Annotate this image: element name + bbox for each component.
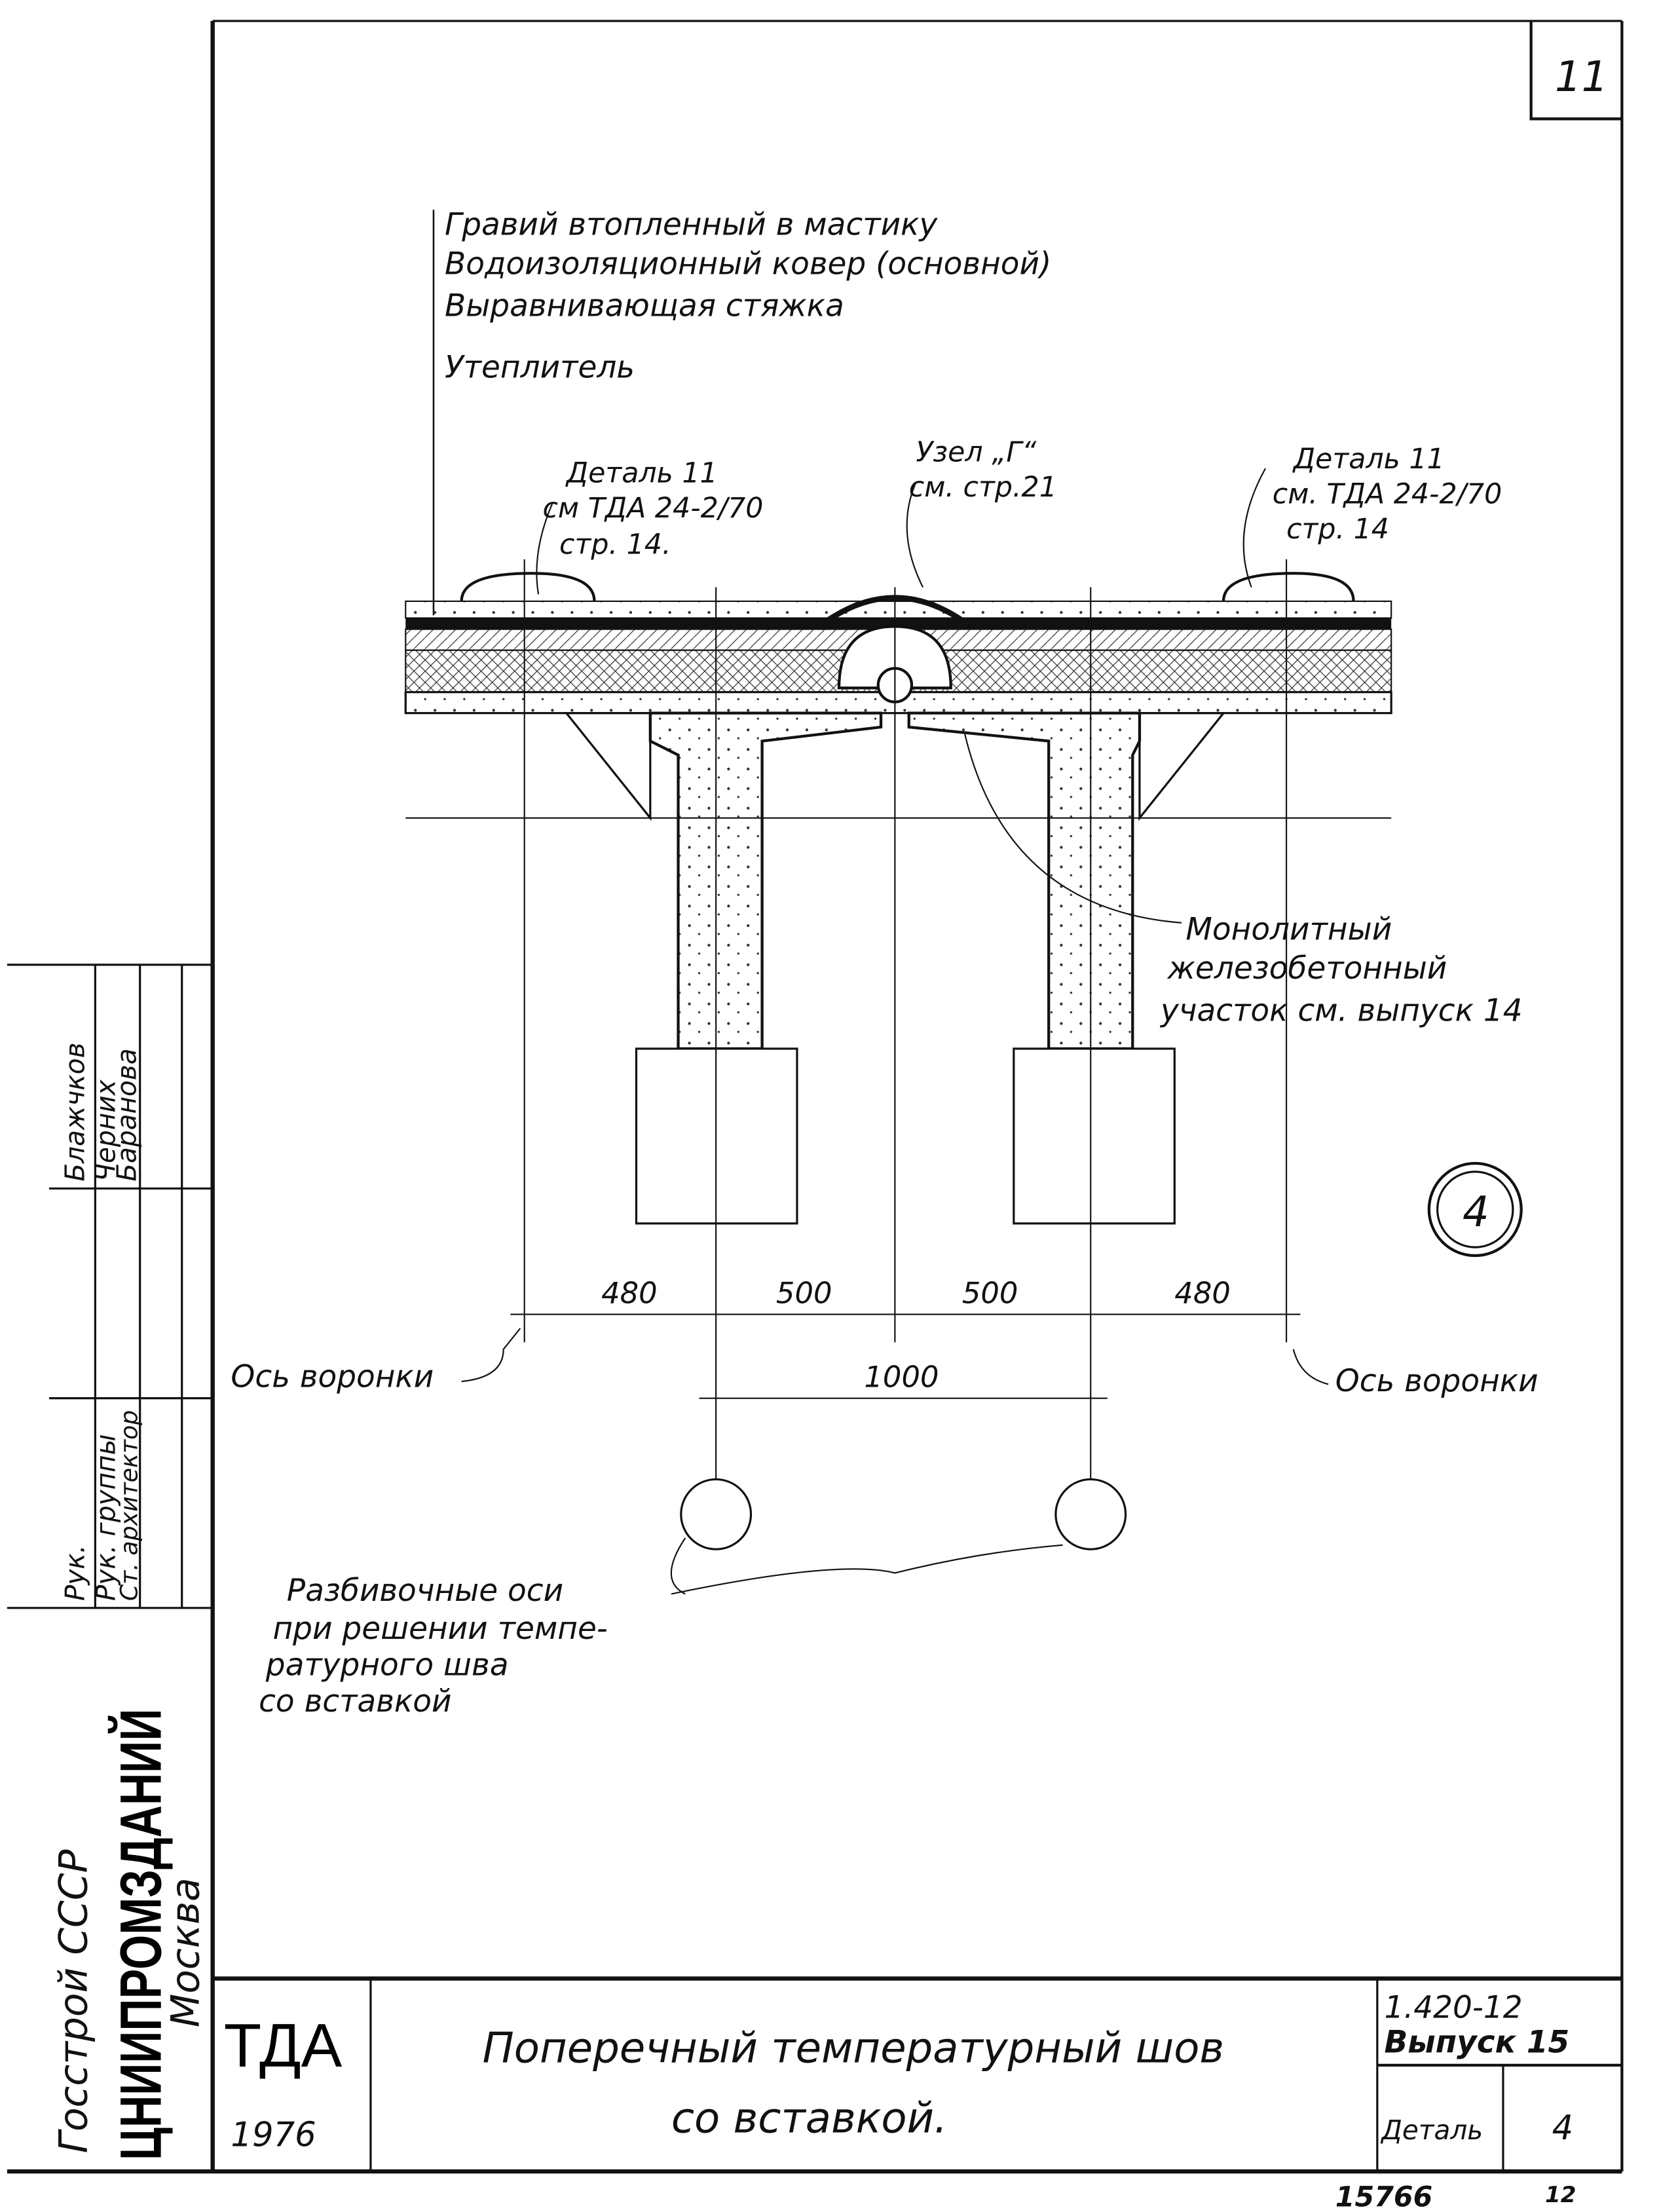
sheet-number: 11: [1555, 53, 1608, 102]
stamp-org: Госстрой СССР: [52, 1849, 97, 2153]
sheet-number-box: 11: [1529, 21, 1622, 121]
dimensions: 480 500 500 480 1000: [510, 1275, 1301, 1399]
callout-text: Узел „Г“: [916, 436, 1037, 468]
callout-text: железобетонный: [1167, 950, 1447, 986]
callout-text: см. ТДА 24-2/70: [1273, 478, 1502, 510]
dimension-label: 480: [1174, 1275, 1231, 1310]
stamp-name: Черних: [90, 1079, 121, 1181]
callout-monolithic: Монолитный железобетонный участок см. вы…: [964, 734, 1523, 1028]
callout-text: Монолитный: [1185, 911, 1392, 947]
layer-label: Утеплитель: [445, 349, 635, 385]
roof-section: [404, 572, 1392, 1225]
layout-axes: Разбивочные оси при решении темпе- ратур…: [259, 1478, 1127, 1719]
axis-lines: [523, 559, 1288, 1482]
stamp-name: Баранова: [111, 1048, 142, 1181]
detail-marker-number: 4: [1463, 1188, 1489, 1237]
stamp-role: Ст. архитектор: [115, 1410, 143, 1601]
callout-text: со вставкой: [259, 1683, 451, 1719]
stamp-institute: ЦНИИПРОМЗДАНИЙ: [107, 1709, 174, 2161]
callout-text: Деталь 11: [565, 457, 718, 489]
dimension-label: 1000: [864, 1360, 939, 1395]
callout-detail-left: Деталь 11 см ТДА 24-2/70 стр. 14.: [536, 457, 763, 595]
callout-node: Узел „Г“ см. стр.21: [906, 436, 1057, 588]
series-label: ТДА: [224, 2011, 343, 2080]
callout-text: Разбивочные оси: [287, 1573, 563, 1609]
left-stamp: Блажчков Черних Баранова Рук. Рук. групп…: [7, 964, 213, 2161]
callout-text: при решении темпе-: [272, 1611, 607, 1647]
issue-label: Выпуск 15: [1385, 2025, 1570, 2061]
dimension-label: 500: [776, 1275, 832, 1310]
title-block: ТДА 1976 Поперечный температурный шов со…: [212, 1976, 1622, 2172]
stamp-role: Рук. группы: [90, 1434, 121, 1601]
sheet-frame: [7, 20, 1624, 2174]
document-code: 1.420-12: [1385, 1989, 1523, 2025]
drawing-title-line2: со вставкой.: [671, 2094, 948, 2143]
dimension-label: 500: [962, 1275, 1018, 1310]
dimension-label: 480: [601, 1275, 658, 1310]
layer-label: Водоизоляционный ковер (основной): [445, 246, 1051, 282]
detail-number: 4: [1552, 2109, 1574, 2148]
callout-text: стр. 14: [1286, 513, 1389, 546]
detail-label: Деталь: [1380, 2114, 1483, 2146]
year-label: 1976: [231, 2116, 316, 2155]
callout-text: стр. 14.: [559, 528, 671, 561]
callout-text: Деталь 11: [1292, 443, 1445, 476]
format-number: 12: [1545, 2182, 1576, 2208]
stamp-role: Рук.: [59, 1545, 90, 1601]
callout-text: см ТДА 24-2/70: [542, 492, 763, 525]
layer-labels: Гравий втопленный в мастику Водоизоляцио…: [432, 207, 1051, 616]
drawing-title: Поперечный температурный шов: [483, 2025, 1224, 2073]
layer-label: Выравнивающая стяжка: [445, 288, 844, 324]
detail-marker: 4: [1427, 1161, 1523, 1258]
layer-label: Гравий втопленный в мастику: [445, 207, 938, 243]
stamp-city: Москва: [163, 1877, 208, 2027]
callout-text: ратурного шва: [265, 1647, 509, 1683]
callout-text: участок см. выпуск 14: [1159, 992, 1523, 1028]
funnel-axis-label: Ось воронки: [1335, 1363, 1538, 1399]
callout-text: см. стр.21: [909, 471, 1057, 504]
funnel-axis-labels: Ось воронки Ось воронки: [231, 1328, 1538, 1399]
stamp-name: Блажчков: [59, 1043, 90, 1182]
inventory-number: 15766: [1335, 2181, 1433, 2212]
callout-detail-right: Деталь 11 см. ТДА 24-2/70 стр. 14: [1242, 443, 1502, 588]
funnel-axis-label: Ось воронки: [231, 1359, 434, 1395]
